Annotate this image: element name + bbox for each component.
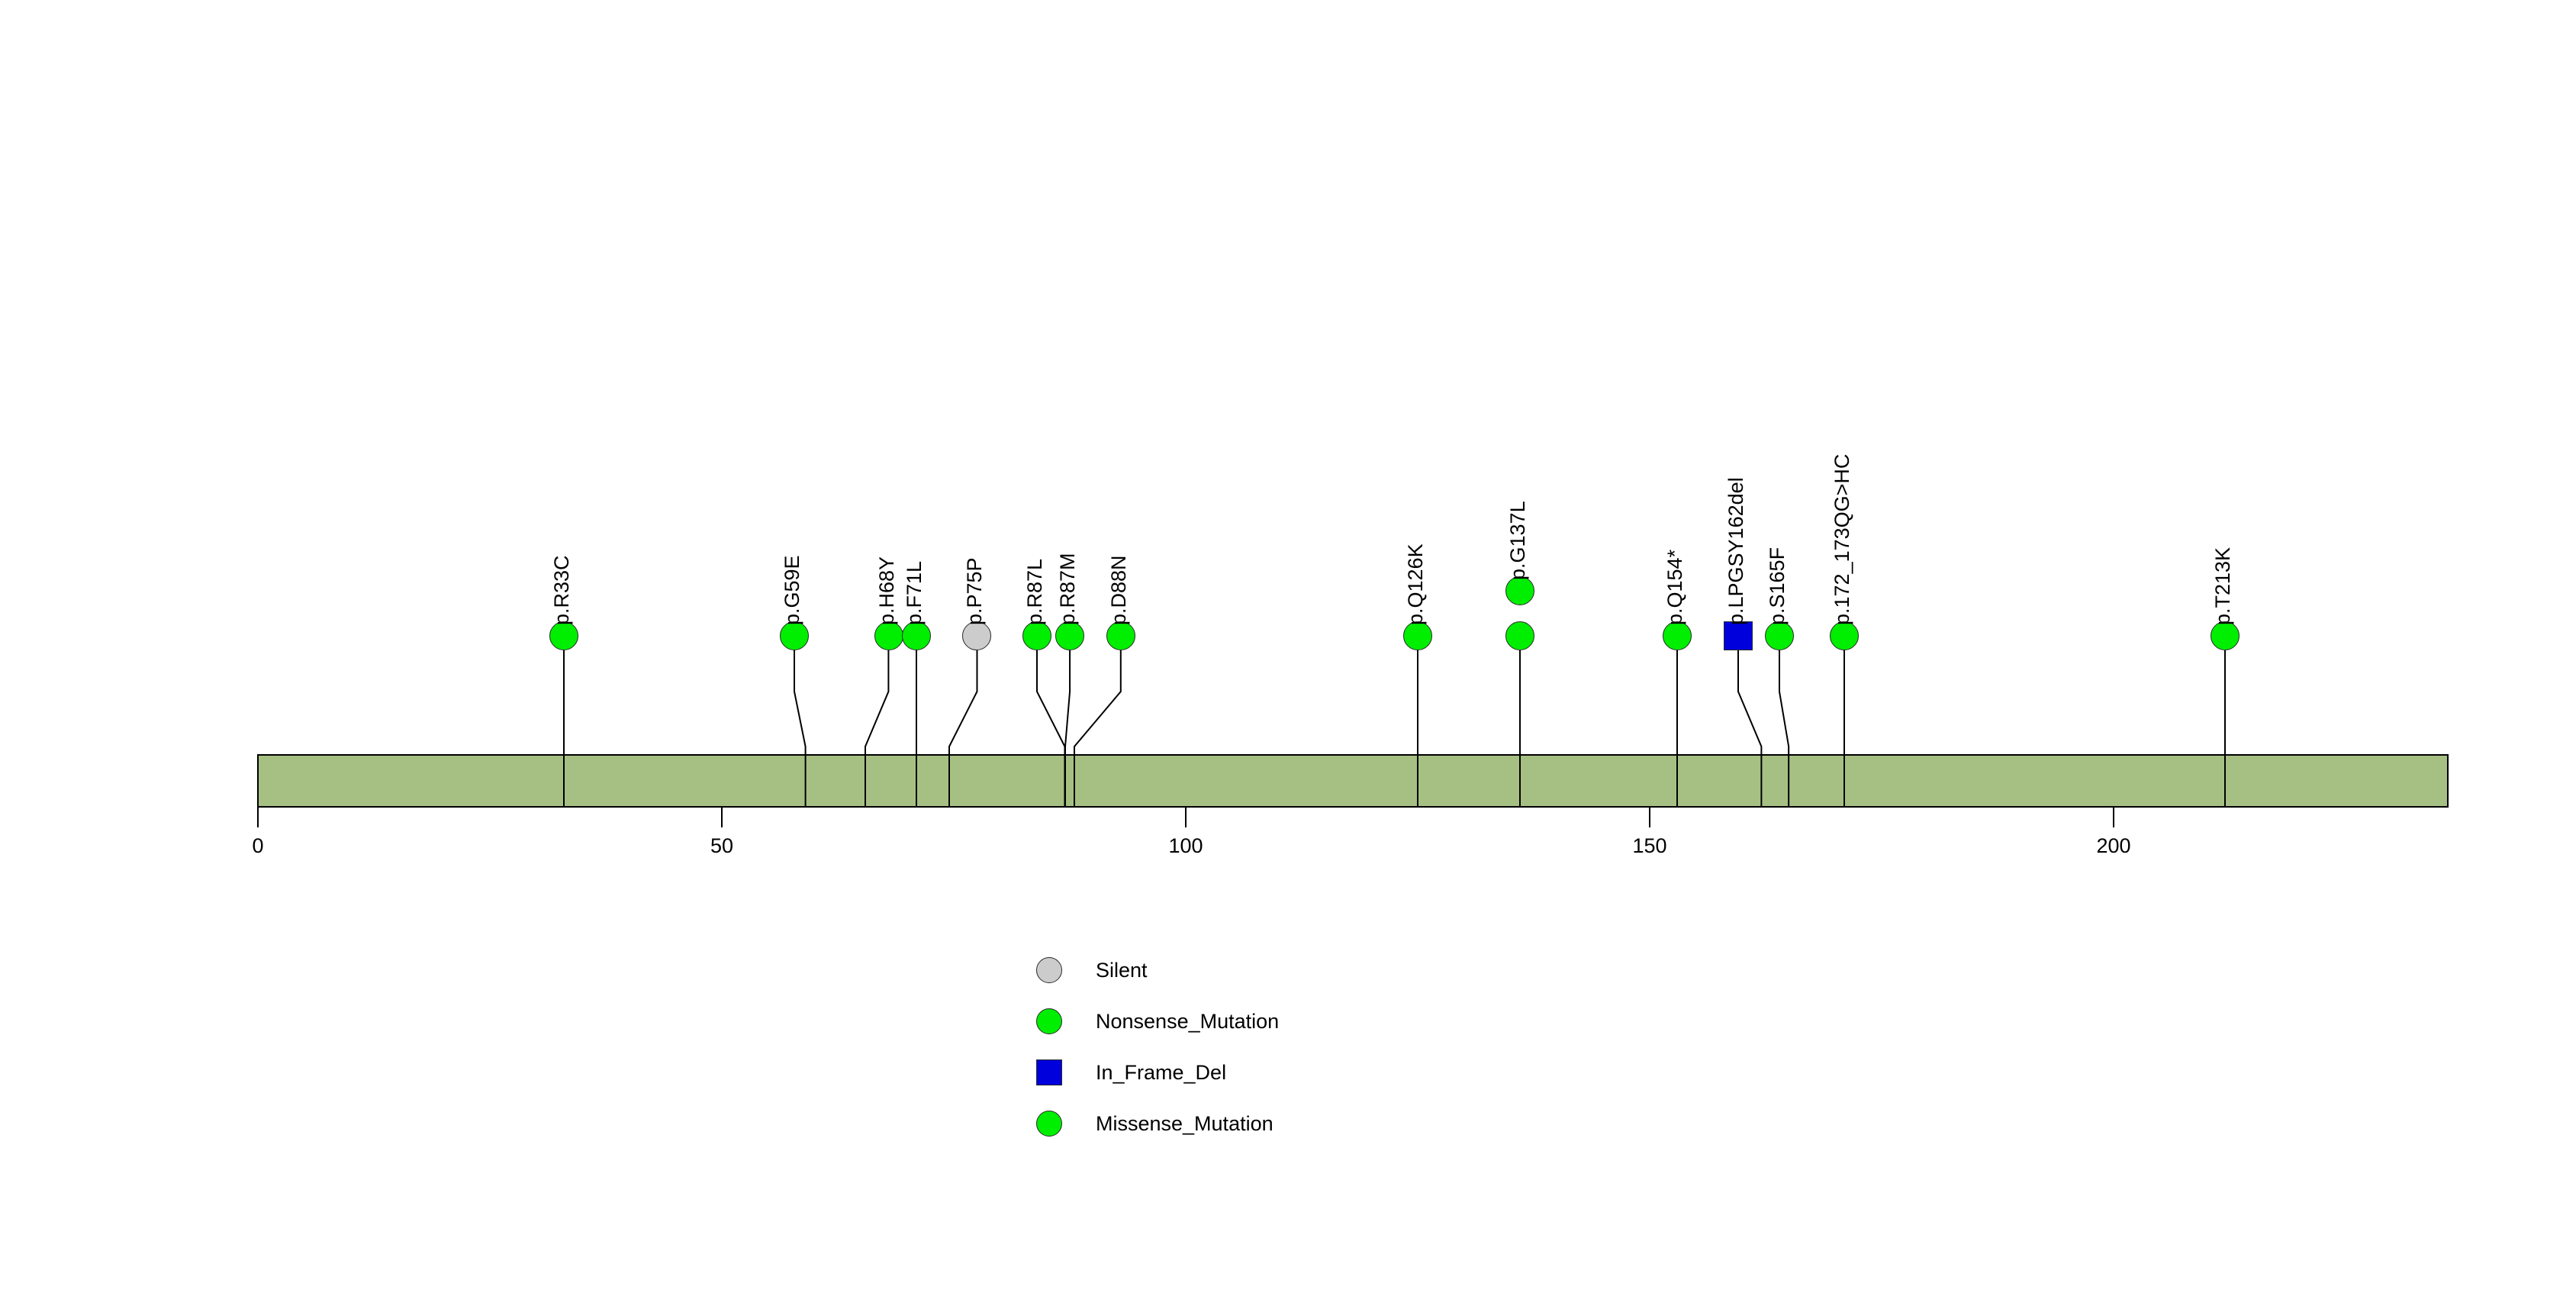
axis-tick-0 [257,808,259,827]
legend-label: In_Frame_Del [1096,1061,1227,1084]
axis-tick-150 [1649,808,1650,827]
mutation-label-p-r87m: p.R87M [1056,553,1079,625]
mutation-marker-p-g59e[interactable] [779,621,809,650]
mutation-label-p-lpgsy162del: p.LPGSY162del [1724,477,1747,625]
protein-backbone-bar [257,754,2449,808]
mutation-label-p-g59e: p.G59E [780,555,803,625]
mutation-marker-p-p75p[interactable] [962,621,992,650]
mutation-label-p-p75p: p.P75P [963,557,987,625]
mutation-label-p-172-173qg-hc: p.172_173QG>HC [1831,453,1854,625]
mutation-marker-p-t213k[interactable] [2210,621,2240,650]
mutation-label-p-q154-: p.Q154* [1663,549,1687,625]
mutation-marker-p-q126k[interactable] [1403,621,1432,650]
legend-label: Missense_Mutation [1096,1112,1274,1135]
mutation-marker-p-q154-[interactable] [1663,621,1692,650]
axis-tick-label-0: 0 [252,834,264,857]
mutation-marker-p-r87m[interactable] [1055,621,1084,650]
axis-tick-label-200: 200 [2096,834,2131,857]
mutation-marker-p-h68y[interactable] [874,621,903,650]
legend-label: Nonsense_Mutation [1096,1010,1280,1033]
mutation-label-p-r33c: p.R33C [550,555,574,625]
mutation-label-p-q126k: p.Q126K [1404,543,1427,625]
legend-swatch-circle-icon [1036,1008,1062,1034]
mutation-marker-p-s165f[interactable] [1765,621,1795,650]
mutation-marker-p-g137l[interactable] [1505,621,1534,650]
mutation-marker-p-d88n[interactable] [1106,621,1135,650]
mutation-marker-p-r33c[interactable] [549,621,579,650]
legend-swatch-circle-icon [1036,957,1062,983]
axis-tick-50 [721,808,723,827]
axis-tick-100 [1185,808,1187,827]
mutation-marker-p-g137l[interactable] [1505,576,1534,605]
mutation-label-p-f71l: p.F71L [903,560,926,625]
mutation-marker-p-lpgsy162del[interactable] [1723,621,1753,650]
mutation-marker-p-172-173qg-hc[interactable] [1830,621,1860,650]
legend-label: Silent [1096,959,1148,982]
axis-tick-200 [2113,808,2114,827]
mutation-label-p-d88n: p.D88N [1106,555,1130,625]
mutation-marker-p-f71l[interactable] [902,621,932,650]
mutation-label-p-s165f: p.S165F [1766,547,1789,625]
legend-swatch-circle-icon [1036,1111,1062,1137]
mutation-label-p-h68y: p.H68Y [874,556,898,625]
mutation-label-p-r87l: p.R87L [1023,558,1047,625]
axis-tick-label-150: 150 [1632,834,1667,857]
legend-swatch-square-icon [1036,1059,1062,1085]
mutation-label-p-g137l: p.G137L [1505,501,1529,580]
mutation-label-p-t213k: p.T213K [2211,547,2234,625]
axis-tick-label-100: 100 [1168,834,1203,857]
axis-tick-label-50: 50 [710,834,734,857]
mutation-marker-p-r87l[interactable] [1022,621,1052,650]
